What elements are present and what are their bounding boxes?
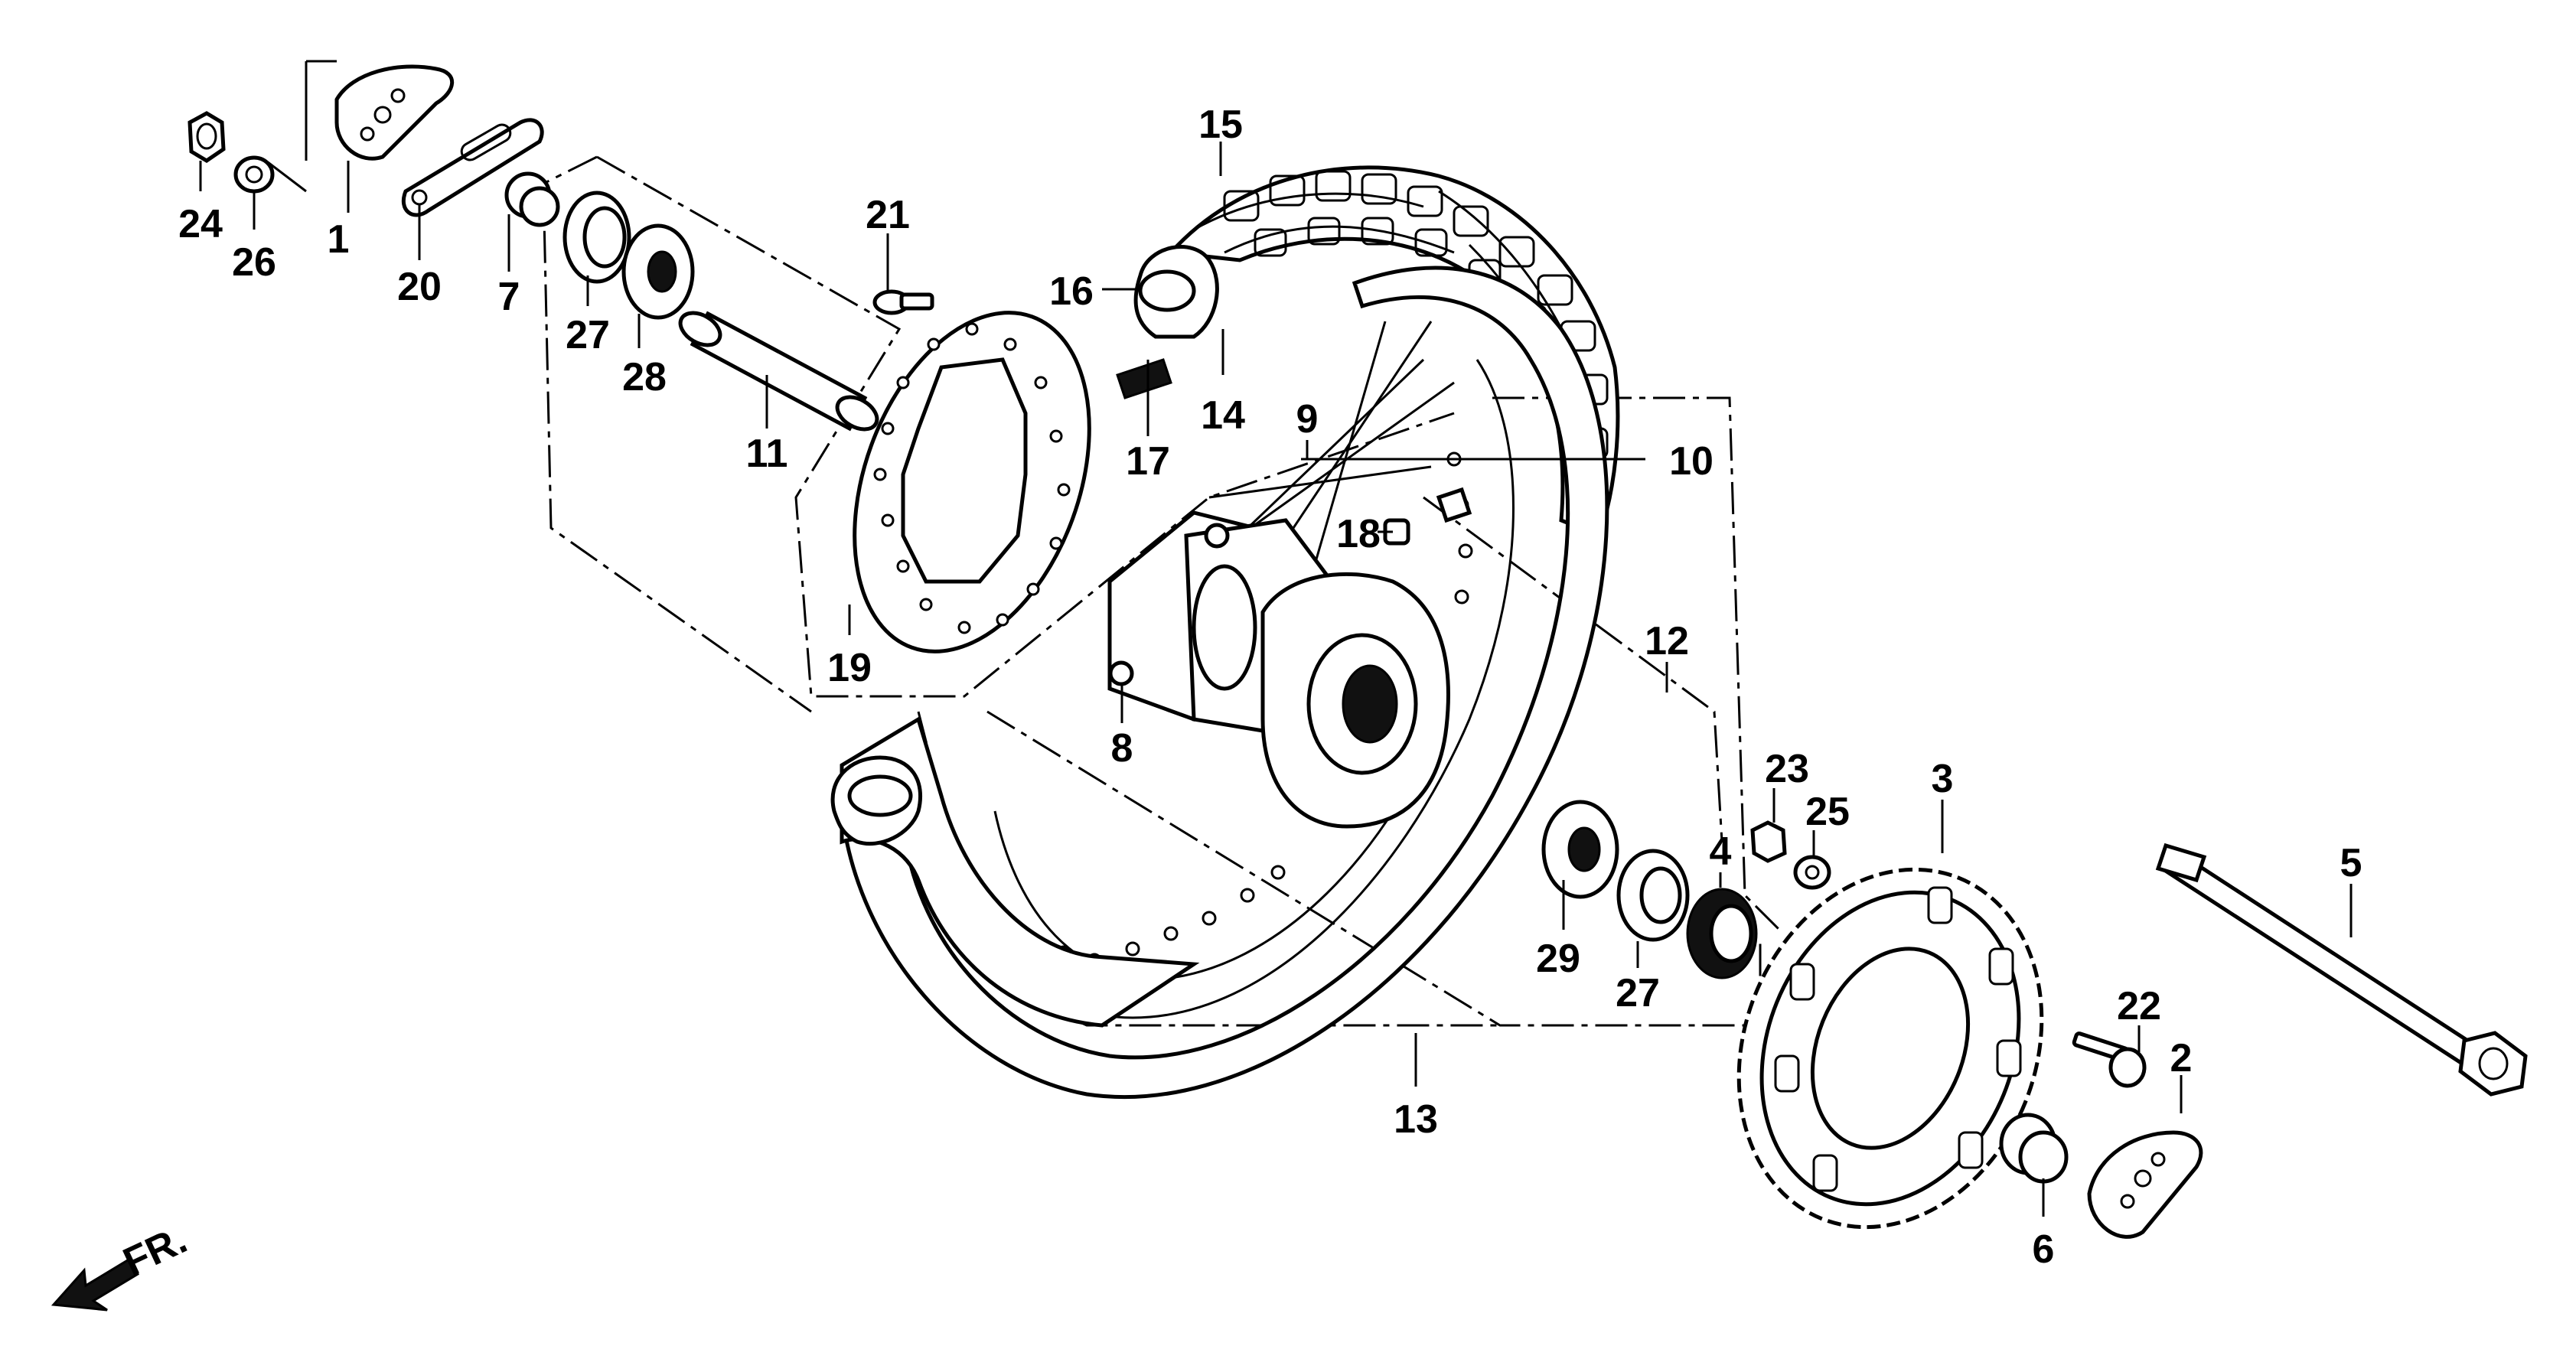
chain-adjuster-right	[2087, 1130, 2203, 1239]
callout-26: 26	[232, 240, 276, 285]
bearing-left-ball	[621, 223, 695, 320]
spoke-nipple-set	[1383, 487, 1472, 546]
callout-5: 5	[2340, 841, 2362, 885]
callout-7: 7	[498, 275, 520, 319]
callout-25: 25	[1805, 790, 1850, 834]
callout-6: 6	[2033, 1227, 2055, 1272]
callout-18: 18	[1336, 512, 1381, 556]
callout-9: 9	[1296, 397, 1319, 442]
callout-19: 19	[827, 646, 872, 690]
callout-16: 16	[1049, 269, 1094, 314]
callout-4: 4	[1710, 829, 1732, 874]
axle-washer	[233, 155, 275, 194]
callout-17: 17	[1126, 439, 1170, 484]
adjuster-bolt	[2072, 1031, 2147, 1088]
rim-band	[1116, 358, 1172, 399]
brake-disc	[853, 311, 1091, 653]
callout-23: 23	[1765, 747, 1809, 791]
axle-nut	[187, 111, 226, 163]
bearing-left-seal	[562, 191, 631, 284]
front-direction-arrow: FR.	[51, 1217, 194, 1312]
callout-3: 3	[1932, 757, 1954, 801]
chain-adjuster-plate	[401, 118, 544, 217]
callout-8: 8	[1111, 726, 1133, 771]
disc-bolt	[872, 289, 934, 315]
chain-adjuster-left	[334, 64, 455, 161]
tire-knobby-tread	[1166, 165, 1620, 539]
sprocket-hub-collar	[1686, 888, 1758, 979]
callout-29: 29	[1536, 937, 1580, 981]
sprocket-nut	[1750, 820, 1787, 863]
callout-20: 20	[397, 265, 442, 309]
callout-22: 22	[2117, 984, 2161, 1028]
callout-27-right: 27	[1616, 971, 1660, 1015]
rear-axle	[2155, 842, 2528, 1097]
rim-lower-section	[830, 716, 1200, 1028]
callout-10: 10	[1669, 439, 1714, 484]
bearing-right-seal	[1616, 849, 1690, 942]
callout-11: 11	[746, 432, 788, 476]
axle-distance-collar	[678, 311, 879, 432]
callout-labels: 1 2 3 4 5 6 7 8 9 10 11 12 13 14 15 16 1…	[178, 103, 2362, 1272]
callout-21: 21	[866, 193, 910, 237]
leader-lines	[199, 60, 2353, 1217]
callout-28: 28	[622, 355, 667, 399]
wheel-hub	[1107, 510, 1450, 829]
side-collar-left	[504, 171, 560, 227]
callout-24: 24	[178, 202, 223, 246]
callout-13: 13	[1394, 1097, 1438, 1142]
bearing-right-ball	[1541, 800, 1619, 899]
sprocket-washer	[1793, 855, 1831, 890]
rim-lock	[1133, 245, 1219, 339]
driven-sprocket	[1736, 867, 2044, 1230]
side-collar-right	[1999, 1113, 2069, 1184]
callout-12: 12	[1645, 619, 1689, 663]
callout-1: 1	[328, 217, 350, 262]
callout-2: 2	[2170, 1036, 2193, 1080]
callout-14: 14	[1201, 393, 1245, 438]
callout-15: 15	[1198, 103, 1243, 147]
callout-27-left: 27	[566, 313, 610, 357]
